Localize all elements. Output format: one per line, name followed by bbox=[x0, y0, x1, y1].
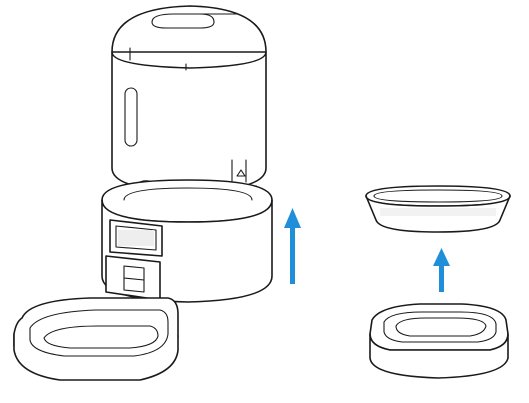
bowl-holder bbox=[369, 303, 509, 379]
feeder-base bbox=[101, 179, 273, 303]
lift-arrow-bowl bbox=[433, 248, 450, 292]
feeder-food-bowl bbox=[13, 297, 179, 381]
feeder-hopper bbox=[111, 5, 267, 207]
lift-arrow-base bbox=[284, 208, 301, 284]
stainless-bowl-insert bbox=[365, 185, 511, 233]
